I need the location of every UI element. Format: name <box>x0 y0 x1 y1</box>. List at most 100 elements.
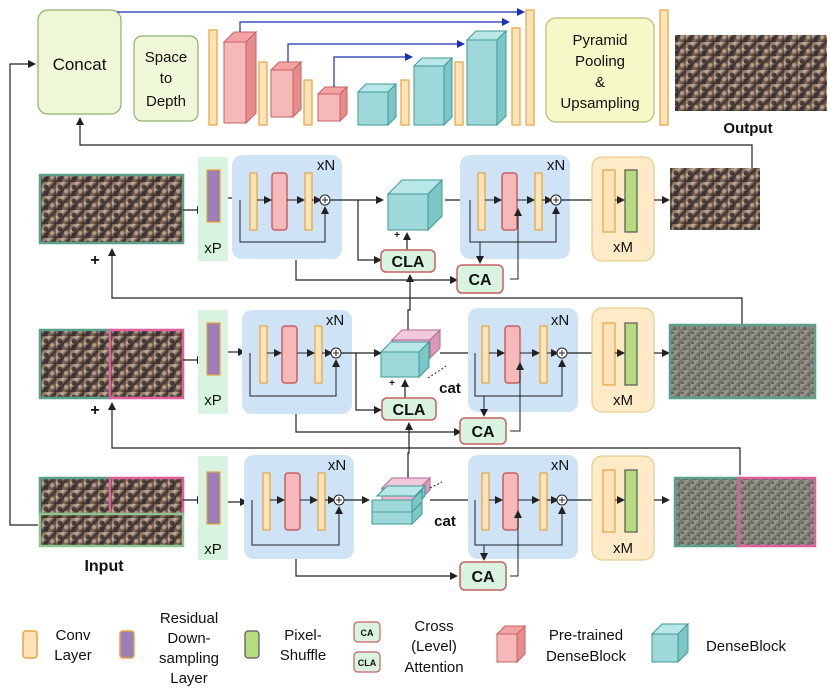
space-to-depth-line-3: Depth <box>146 93 186 110</box>
cla-up-arrow <box>405 422 413 486</box>
pixel-shuffle-layer <box>624 469 638 533</box>
conv-bar <box>511 27 521 126</box>
residual-downsampling-layer <box>206 169 221 223</box>
ca-label: CA <box>468 272 492 289</box>
pretrained-layer <box>501 172 518 231</box>
skip-connection <box>287 40 465 62</box>
xn-label: xN <box>547 157 565 174</box>
cla-up-arrow <box>406 274 414 340</box>
skip-connection <box>239 18 510 32</box>
cat-indicator <box>429 481 443 489</box>
conv-bar <box>659 9 669 126</box>
legend-ca-text: CA <box>361 628 374 638</box>
residual-downsampling-layer <box>206 471 221 525</box>
pretrained-cube <box>222 30 258 125</box>
dense-block-panel <box>468 308 578 412</box>
legend-residual-line-3: sampling <box>159 650 219 667</box>
residual-downsampling-layer <box>206 322 221 376</box>
cat-label: cat <box>439 380 461 397</box>
input-image <box>38 328 112 400</box>
pyramid-box <box>545 17 655 123</box>
ca-label: CA <box>471 569 495 586</box>
input-image <box>108 328 185 400</box>
legend-cla-swatch <box>353 651 381 673</box>
conv-bar <box>317 472 326 531</box>
legend-pixel-line-2: Shuffle <box>280 647 326 664</box>
conv-bar <box>477 172 486 231</box>
flow-arrow <box>510 208 522 280</box>
flow-arrow <box>295 260 458 284</box>
plus-icon <box>559 497 565 503</box>
conv-bar <box>208 29 218 126</box>
flow-arrow <box>357 200 382 264</box>
legend-residual-line-2: Down- <box>167 630 210 647</box>
cla-label: CLA <box>393 402 426 419</box>
residual-arrow <box>251 500 343 546</box>
pretrained-layer <box>502 472 519 531</box>
input-label: Input <box>84 558 124 575</box>
output-image <box>670 168 760 230</box>
conv-bar <box>602 469 616 533</box>
flow-arrow <box>295 559 458 580</box>
ca-box <box>456 264 504 294</box>
conv-bar <box>539 325 548 384</box>
xp-label: xP <box>204 392 222 409</box>
conv-bar <box>602 322 616 386</box>
plus-icon <box>336 497 342 503</box>
pretrained-cube <box>316 85 349 123</box>
space-to-depth-line-1: Space <box>145 49 188 66</box>
dense-cube <box>412 56 454 127</box>
top-path: Concat Space to Depth <box>9 8 827 526</box>
input-image <box>108 476 185 516</box>
skip-arrow <box>108 402 741 475</box>
legend-attention-line-1: Cross <box>414 618 453 635</box>
input-image <box>38 512 185 548</box>
cat-label: cat <box>434 513 456 530</box>
legend-residual-swatch <box>119 630 135 659</box>
legend-cla-text: CLA <box>358 658 377 668</box>
conv-bar <box>262 472 271 531</box>
dense-cube <box>465 29 508 127</box>
output-image <box>668 323 817 400</box>
pretrained-layer <box>271 172 288 231</box>
pyramid-line-3: & <box>595 74 605 91</box>
conv-bar <box>534 172 543 231</box>
pretrained-cube <box>269 60 303 119</box>
cla-box <box>380 249 436 273</box>
conv-bar <box>303 79 313 126</box>
flow-arrow <box>295 414 462 436</box>
plus-sign: + <box>90 402 99 419</box>
row-2: + xP xN + cat CLA <box>38 307 817 445</box>
pyramid-line-1: Pyramid <box>572 32 627 49</box>
output-image <box>737 476 817 548</box>
legend: Conv Layer Residual Down- sampling Layer… <box>22 610 787 687</box>
legend-pretrained-swatch <box>495 624 527 664</box>
pixel-shuffle-layer <box>624 169 638 233</box>
legend-pretrained-line-2: DenseBlock <box>546 648 627 665</box>
xn-label: xN <box>326 312 344 329</box>
cla-box <box>381 397 437 421</box>
row-3: Input xP xN cat <box>38 455 817 591</box>
xn-label: xN <box>551 457 569 474</box>
conv-bar <box>481 325 490 384</box>
legend-attention-line-3: Attention <box>404 659 463 676</box>
residual-arrow <box>239 200 329 243</box>
conv-bar <box>259 325 268 384</box>
legend-pixel-swatch <box>244 630 260 659</box>
concat-label: Concat <box>53 55 107 74</box>
conv-bar <box>454 61 464 126</box>
plus-sign: + <box>394 230 400 241</box>
legend-pretrained-line-1: Pre-trained <box>549 627 623 644</box>
plus-icon <box>322 197 328 203</box>
xm-label: xM <box>613 239 633 256</box>
space-to-depth-box <box>133 35 199 122</box>
plus-sign: + <box>90 252 99 269</box>
stacked-cube <box>379 328 442 379</box>
flow-arrow <box>355 353 382 414</box>
conv-bar <box>525 9 535 126</box>
legend-ca-swatch <box>353 621 381 643</box>
legend-pixel-line-1: Pixel- <box>284 627 322 644</box>
dense-cube <box>386 178 444 232</box>
flow-arrow <box>510 362 524 432</box>
